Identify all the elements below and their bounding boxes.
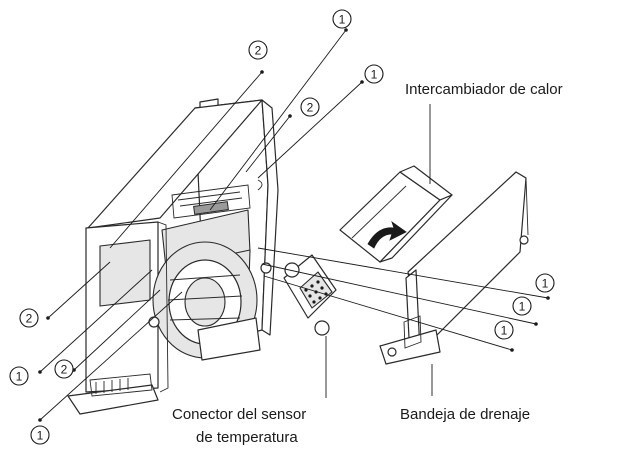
callout-marker: 2	[300, 97, 320, 117]
callout-marker: 2	[248, 40, 268, 60]
drain-pan-label: Bandeja de drenaje	[400, 406, 530, 423]
callout-marker: 1	[9, 366, 29, 386]
svg-text:1: 1	[371, 68, 378, 82]
svg-text:1: 1	[37, 429, 44, 443]
svg-text:1: 1	[519, 300, 526, 314]
callout-marker: 1	[512, 296, 532, 316]
svg-text:1: 1	[16, 370, 23, 384]
svg-text:2: 2	[307, 101, 314, 115]
screw-axis-lines	[257, 247, 550, 352]
callout-marker: 2	[54, 359, 74, 379]
callout-leaders	[38, 28, 433, 422]
heat-exchanger	[339, 165, 453, 263]
callout-marker: 1	[535, 273, 555, 293]
heat-exchanger-label: Intercambiador de calor	[405, 81, 563, 98]
svg-text:2: 2	[255, 44, 262, 58]
sensor-connector-label-line2: de temperatura	[196, 429, 298, 446]
drain-pan	[379, 171, 529, 365]
callout-marker: 1	[332, 9, 352, 29]
temperature-sensor-connector	[283, 254, 337, 336]
callout-marker: 1	[494, 320, 514, 340]
callout-markers: 1 2 1 2 1 1 1 2	[9, 9, 555, 445]
callout-marker: 1	[30, 425, 50, 445]
callout-marker: 1	[364, 64, 384, 84]
svg-text:2: 2	[26, 312, 33, 326]
svg-text:2: 2	[61, 363, 68, 377]
callout-marker: 2	[19, 308, 39, 328]
unit-housing	[67, 98, 279, 415]
sensor-connector-label-line1: Conector del sensor	[172, 406, 306, 423]
svg-text:1: 1	[542, 277, 549, 291]
arrow-icon	[367, 220, 407, 249]
svg-text:1: 1	[339, 13, 346, 27]
svg-text:1: 1	[501, 324, 508, 338]
